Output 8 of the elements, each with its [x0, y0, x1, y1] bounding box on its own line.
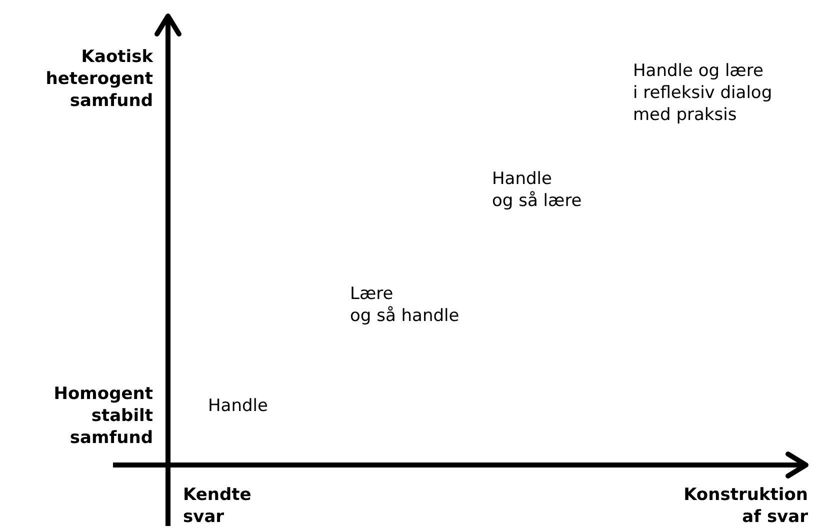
quadrant-label: Lære og så handle [350, 283, 460, 327]
quadrant-label: Handle og så lære [492, 168, 582, 212]
axis-label: Kendte svar [183, 484, 252, 528]
axis-label: Kaotisk heterogent samfund [46, 46, 153, 112]
quadrant-label: Handle [208, 395, 268, 417]
axis-label: Konstruktion af svar [684, 484, 808, 528]
quadrant-label: Handle og lære i refleksiv dialog med praksis [633, 60, 772, 126]
axis-label: Homogent stabilt samfund [54, 383, 153, 449]
